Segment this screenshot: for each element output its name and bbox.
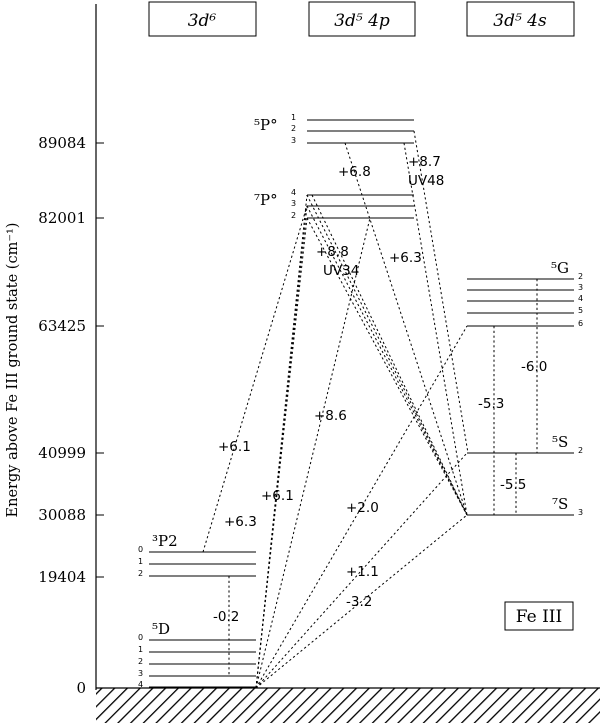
j-label: 1 (138, 645, 143, 654)
y-tick-label: 19404 (38, 568, 86, 586)
j-label: 2 (291, 211, 296, 220)
transition-label: +8.8 (316, 244, 349, 260)
term-label-5G: ⁵G (551, 259, 569, 277)
j-label: 3 (291, 199, 296, 208)
transition-label: UV48 (408, 173, 444, 189)
transition-label: -3.2 (346, 594, 372, 610)
ion-label: Fe III (516, 607, 562, 627)
j-label: 1 (291, 113, 296, 122)
y-tick-label: 89084 (38, 134, 86, 152)
term-label-7Po: ⁷P° (254, 191, 278, 209)
transition-label: -0.2 (213, 609, 239, 625)
j-label: 2 (138, 569, 143, 578)
transition-label: -5.5 (500, 477, 526, 493)
transition-label: +6.1 (218, 439, 251, 455)
y-axis-ticks (96, 142, 104, 578)
term-label-5D: ⁵D (152, 620, 170, 638)
config-label: 3d⁶ (188, 11, 217, 31)
transition-lines (202, 130, 538, 689)
term-label-7S: ⁷S (552, 495, 568, 513)
transition-label: +1.1 (346, 564, 379, 580)
ground-hatch (96, 688, 600, 723)
transition-label: -5.3 (478, 396, 504, 412)
term-label-5S: ⁵S (552, 433, 568, 451)
y-tick-label: 30088 (38, 506, 86, 524)
j-label: 4 (578, 294, 583, 303)
ion-label-box (504, 601, 574, 631)
j-label: 2 (138, 657, 143, 666)
transition-label: +6.8 (338, 164, 371, 180)
j-label: 1 (138, 557, 143, 566)
j-label: 3 (138, 669, 143, 678)
transition-label: +2.0 (346, 500, 379, 516)
y-tick-label: 82001 (38, 209, 86, 227)
j-label: 3 (291, 136, 296, 145)
transition-labels: +8.7 UV48 +6.8 +6.3 +8.8 UV34 -6.0 -5.3 … (213, 154, 547, 625)
j-label: 4 (138, 680, 143, 689)
transition-label: +6.1 (261, 488, 294, 504)
term-label-5Po: ⁵P° (254, 116, 278, 134)
j-label: 0 (138, 633, 143, 642)
config-label: 3d⁵ 4s (493, 11, 547, 31)
j-label: 4 (291, 188, 296, 197)
transition-label: -6.0 (521, 359, 547, 375)
term-label-3P: ³P2 (152, 532, 178, 550)
y-axis-label: Energy above Fe III ground state (cm⁻¹) (5, 223, 21, 518)
j-label: 2 (578, 272, 583, 281)
config-box-3d5-4p (308, 1, 416, 37)
y-tick-label: 40999 (38, 444, 86, 462)
j-label: 2 (578, 446, 583, 455)
config-box-3d6 (148, 1, 257, 37)
config-box-3d5-4s (466, 1, 575, 37)
j-label: 3 (578, 283, 583, 292)
transition-label: +8.7 (408, 154, 441, 170)
transition-label: +6.3 (389, 250, 422, 266)
config-label: 3d⁵ 4p (334, 11, 390, 31)
j-label: 5 (578, 306, 583, 315)
transition-label: +8.6 (314, 408, 347, 424)
j-label: 2 (291, 124, 296, 133)
transition-label: UV34 (323, 263, 359, 279)
y-tick-label: 0 (76, 679, 86, 697)
j-label: 3 (578, 508, 583, 517)
transition-label: +6.3 (224, 514, 257, 530)
energy-levels (149, 119, 574, 688)
y-tick-label: 63425 (38, 317, 86, 335)
j-label: 0 (138, 545, 143, 554)
j-label: 6 (578, 319, 583, 328)
